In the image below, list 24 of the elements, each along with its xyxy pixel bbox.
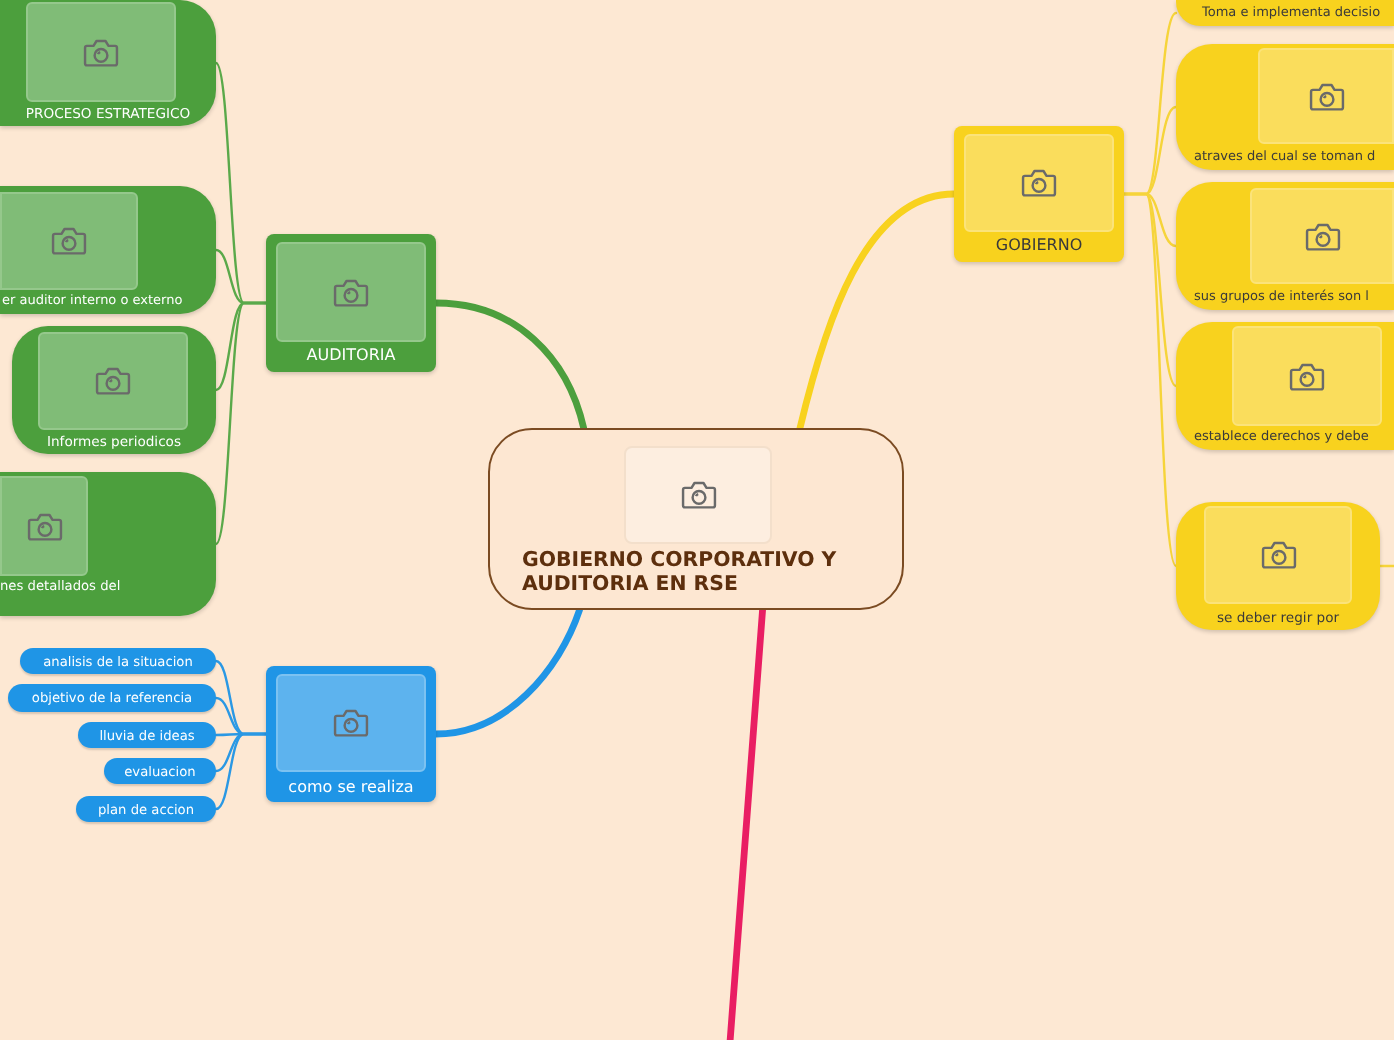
topic-label: AUDITORIA [306, 346, 396, 366]
topic-card [266, 234, 436, 372]
topic-card [1176, 322, 1394, 450]
topic-card [954, 126, 1124, 262]
topic-label: GOBIERNO [995, 236, 1083, 256]
topic-card [1176, 182, 1394, 310]
topic-label: como se realiza [288, 778, 414, 798]
branch-line [432, 606, 583, 738]
topic-card [1176, 502, 1380, 630]
central-topic-card [488, 428, 904, 610]
topic-card [12, 326, 216, 454]
branch-line [432, 299, 588, 432]
topic-card [266, 666, 436, 802]
connector-line [214, 301, 268, 546]
connector-line [1122, 192, 1178, 568]
topic-card [1176, 44, 1394, 170]
topic-card [0, 472, 216, 616]
connector-line [214, 732, 268, 811]
topic-card [0, 186, 216, 314]
branch-line [726, 606, 766, 1040]
central-topic-title: GOBIERNO CORPORATIVO Y AUDITORIA EN RSE [522, 549, 839, 599]
topic-card [0, 0, 216, 126]
branch-line [796, 190, 958, 432]
topic-card [1176, 0, 1394, 26]
